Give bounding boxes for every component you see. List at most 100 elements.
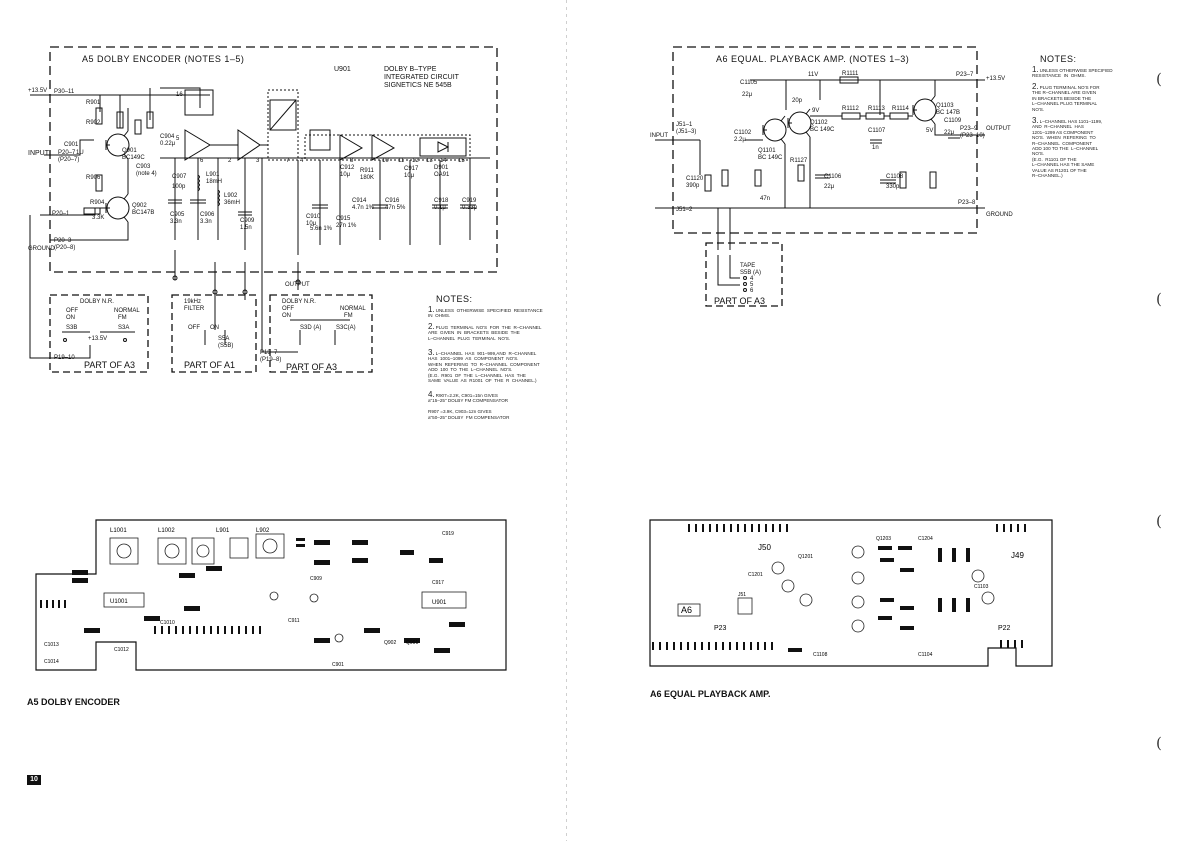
- a5-c905-value: 3.3n: [170, 219, 182, 225]
- a6-p2310: (P23–10): [960, 133, 985, 139]
- pcb-label: J49: [1011, 551, 1024, 560]
- a3-right-head: DOLBY N.R.: [282, 299, 316, 305]
- a1-on: ON: [210, 325, 219, 331]
- a5-p207: P20–7: [58, 150, 76, 156]
- a5-r911-value: 180K: [360, 175, 375, 181]
- a5-c915: C915: [336, 216, 351, 222]
- a3-right-s3d: S3D (A): [300, 325, 322, 331]
- a6-j512: J51–2: [676, 207, 693, 213]
- a6-r1113: R1113: [868, 106, 885, 112]
- a5-ic-desc-3: SIGNETICS NE 545B: [384, 82, 452, 89]
- a5-c907-value: 100p: [172, 184, 186, 190]
- a5-c906: C906: [200, 212, 215, 218]
- a6-c1107-value: 1n: [872, 145, 879, 151]
- a6-q1102: Q1102: [810, 120, 828, 126]
- pcb-label: C911: [288, 618, 300, 624]
- pcb-label: L901: [216, 528, 230, 534]
- a5-q902-type: BC147B: [132, 210, 155, 216]
- a1-title: PART OF A1: [184, 360, 236, 370]
- pcb-label: Q902: [384, 640, 396, 646]
- a3-left-head: DOLBY N.R.: [80, 299, 114, 305]
- binding-mark-icon: (: [1156, 512, 1162, 530]
- pcb-label: C1013: [44, 642, 59, 648]
- a6-caption: A6 EQUAL PLAYBACK AMP.: [650, 689, 771, 699]
- a6-c1103-value: 47n: [760, 196, 771, 202]
- a6-r1114: R1114: [892, 106, 909, 112]
- a6-j513: (J51–3): [676, 129, 697, 135]
- a6-output: OUTPUT: [986, 126, 1011, 132]
- a5-c916: C916: [385, 198, 400, 204]
- a5-d901: D901: [434, 165, 449, 171]
- a6-term-5: 5: [750, 282, 754, 288]
- a6-r1127: R1127: [790, 158, 808, 164]
- pcb-label: C1201: [748, 572, 763, 578]
- a5-c910: C910: [306, 214, 321, 220]
- a1-s5b: (S5B): [218, 343, 234, 349]
- a5-r902: R902: [86, 120, 101, 126]
- a5-c903-value: (note 4): [136, 171, 157, 177]
- a6-r1111: R1111: [842, 71, 859, 77]
- a6-p239: P23–9: [960, 126, 978, 132]
- pcb-label: C1103: [974, 584, 989, 590]
- pcb-label: C1010: [160, 620, 175, 626]
- a5-note-1: 1.UNLESS OTHERWISE SPECIFIED RESISTANCE …: [428, 305, 543, 319]
- a1-head2: FILTER: [184, 306, 205, 312]
- a5-c906-value: 3.3n: [200, 219, 212, 225]
- a5-c909-value: 1.5n: [240, 225, 252, 231]
- a5-r915-value: 5.6n 1%: [310, 226, 333, 232]
- a6-term-4: 4: [750, 276, 754, 282]
- a5-q901-type: BC149C: [122, 155, 145, 161]
- a5-ic-desc-1: DOLBY B–TYPE: [384, 66, 437, 73]
- pcb-label: Q1203: [876, 536, 891, 542]
- a5-input-label: INPUT: [28, 150, 49, 157]
- a3-right-s3c: S3C(A): [336, 325, 356, 331]
- a6-ground: GROUND: [986, 212, 1013, 218]
- a6-c1102-value: 2.2μ: [734, 137, 746, 143]
- a5-pin: 14: [440, 158, 447, 164]
- a5-l902: L902: [224, 193, 238, 199]
- a3-right-title: PART OF A3: [286, 362, 338, 372]
- a6-c1106: C1106: [824, 174, 842, 180]
- a5-c901-value: 1U: [76, 150, 84, 156]
- a5-note-4: 4.R907=2.2K, C901=15n GIVES a"15–25" DOL…: [428, 390, 510, 420]
- pcb-label: Q901: [406, 640, 418, 646]
- a6-q1101: Q1101: [758, 148, 776, 154]
- a5-pin: 10: [382, 158, 389, 164]
- a3-left-title: PART OF A3: [84, 360, 136, 370]
- binding-mark-icon: (: [1156, 734, 1162, 752]
- a6-p238: P23–8: [958, 200, 976, 206]
- binding-mark-icon: (: [1156, 70, 1162, 88]
- a5-title: A5 DOLBY ENCODER (NOTES 1–5): [82, 54, 245, 64]
- a6-9v: 9V: [812, 108, 820, 114]
- a5-pin: 6: [200, 158, 204, 164]
- a5-c905: C905: [170, 212, 185, 218]
- pcb-label: P23: [714, 625, 727, 632]
- a5-c918: C918: [434, 198, 449, 204]
- a5-d901-type: OA91: [434, 172, 450, 178]
- a3-right-p197: P19–7: [260, 350, 278, 356]
- a3-left-s3a: S3A: [118, 325, 130, 331]
- a3-left-on: ON: [66, 315, 75, 321]
- a3-left-p1910: P19–10: [54, 355, 75, 361]
- a5-c915-value: 27n 1%: [336, 223, 357, 229]
- a5-p207b: (P20–7): [58, 157, 80, 163]
- pcb-label: J51: [738, 592, 746, 598]
- a6-notes-title: NOTES:: [1040, 54, 1077, 64]
- a6-note-2: 2.PLUG TERMINAL NO'S FOR THE R–CHANNEL A…: [1032, 82, 1100, 112]
- a5-pin: 13: [426, 158, 433, 164]
- a6-c1108-value: 330p: [886, 184, 900, 190]
- a5-pcb-layout: L1001 L1002 L901 L902 U1001 U901 C1013 C…: [35, 519, 507, 671]
- a6-supply: +13.5V: [986, 76, 1006, 82]
- a6-note-1: 1.UNLESS OTHERWISE SPECIFIED RESISTANCE …: [1032, 65, 1113, 79]
- a5-r906: R906: [86, 175, 101, 181]
- a6-c1109-value: 22μ: [944, 130, 955, 136]
- a5-q902: Q902: [132, 203, 147, 209]
- a5-pin: 7: [286, 158, 290, 164]
- a6-c1108: C1108: [886, 174, 904, 180]
- pcb-label: A6: [681, 605, 692, 615]
- a6-q1103-type: BC 147B: [936, 110, 961, 116]
- a5-ground: GROUND: [28, 246, 55, 252]
- pcb-label: Q1201: [798, 554, 813, 560]
- a6-tape: TAPE: [740, 263, 756, 269]
- a5-pin: 3: [256, 158, 260, 164]
